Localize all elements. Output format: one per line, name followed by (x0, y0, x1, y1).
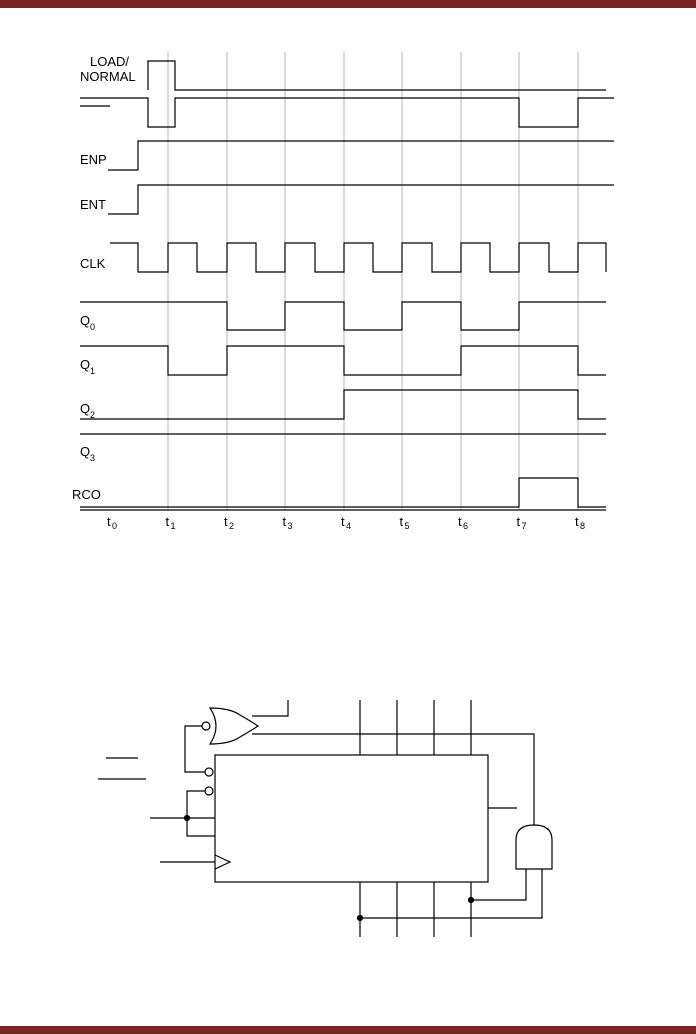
chip-input-bubble-1 (204, 767, 214, 777)
label-q0: Q (80, 313, 90, 328)
time-tick-subscript: 0 (112, 521, 117, 531)
nor-gate (208, 707, 260, 745)
label-load: LOAD/ (90, 54, 129, 69)
and-gate (515, 824, 553, 870)
time-tick-label: t (283, 514, 287, 529)
label-q3: Q (80, 444, 90, 459)
waveform-clk (110, 242, 607, 273)
time-tick-subscript: 1 (171, 521, 176, 531)
time-tick-subscript: 8 (580, 521, 585, 531)
label-normal: NORMAL (80, 69, 136, 84)
label-q0-sub: 0 (90, 322, 95, 332)
bottom-junction-dot-1 (356, 914, 364, 922)
waveform-normal-bar (80, 97, 614, 128)
label-q1: Q (80, 357, 90, 372)
enable-junction-dot (183, 814, 191, 822)
label-clk: CLK (80, 256, 106, 271)
waveform-rco (80, 477, 606, 508)
time-tick-subscript: 3 (288, 521, 293, 531)
waveform-load (147, 60, 606, 91)
waveform-ent (108, 184, 614, 215)
time-tick-label: t (458, 514, 462, 529)
and-to-nor-feedback (520, 733, 535, 825)
bottom-bus-lines (359, 882, 472, 937)
time-tick-label: t (575, 514, 579, 529)
enable-tie (186, 790, 215, 837)
waveform-q2 (80, 389, 606, 420)
q3-to-and-line (471, 869, 527, 901)
top-bus-lines (359, 700, 472, 755)
bottom-tie-line (360, 869, 543, 919)
time-tick-label: t (517, 514, 521, 529)
label-rco: RCO (72, 487, 101, 502)
label-ent: ENT (80, 197, 106, 212)
time-tick-label: t (166, 514, 170, 529)
time-tick-label: t (224, 514, 228, 529)
nor-upper-input (252, 700, 289, 717)
waveform-q1 (80, 345, 606, 376)
time-tick-subscript: 7 (522, 521, 527, 531)
time-tick-subscript: 5 (405, 521, 410, 531)
time-tick-subscript: 4 (346, 521, 351, 531)
timing-diagram: LOAD/ NORMAL ENP ENT CLK Q 0 Q 1 Q 2 Q 3… (72, 52, 614, 531)
bottom-frame-bar (0, 1026, 696, 1034)
label-enp: ENP (80, 152, 107, 167)
top-frame-bar (0, 0, 696, 8)
counter-chip (214, 754, 489, 883)
counter-circuit (98, 700, 553, 937)
time-tick-subscript: 2 (229, 521, 234, 531)
nor-input-bubble (201, 721, 211, 731)
label-q1-sub: 1 (90, 366, 95, 376)
waveform-q0 (80, 301, 606, 331)
clock-triangle (214, 854, 232, 870)
time-tick-label: t (400, 514, 404, 529)
time-tick-label: t (107, 514, 111, 529)
time-gridlines (167, 52, 579, 510)
bottom-junction-dot-2 (467, 896, 475, 904)
time-tick-label: t (341, 514, 345, 529)
label-q3-sub: 3 (90, 453, 95, 463)
time-tick-subscript: 6 (463, 521, 468, 531)
chip-input-bubble-2 (204, 786, 214, 796)
label-q2: Q (80, 401, 90, 416)
nor-feed-line (184, 725, 205, 773)
waveform-enp (108, 140, 614, 171)
label-q2-sub: 2 (90, 410, 95, 420)
